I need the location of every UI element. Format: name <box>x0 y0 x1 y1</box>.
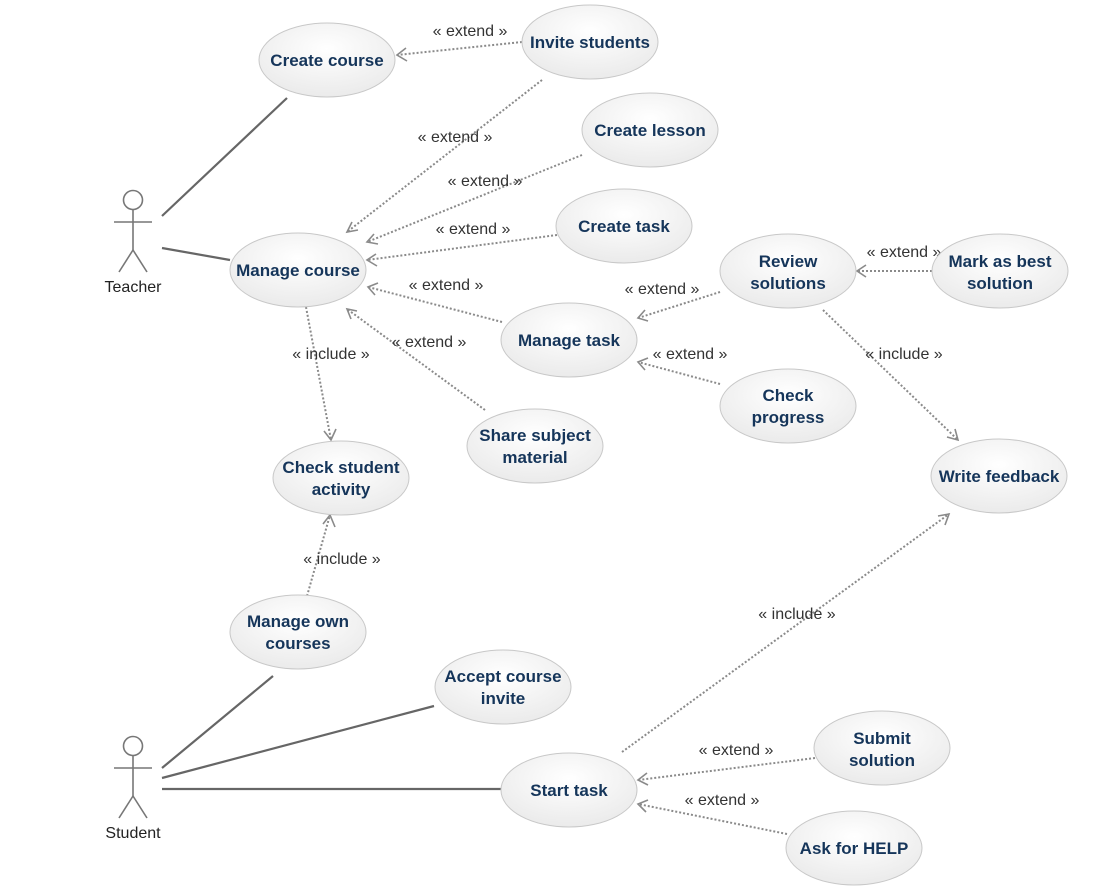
use-case-manage-course[interactable]: Manage course <box>229 232 367 308</box>
svg-text:material: material <box>502 448 567 467</box>
svg-text:Invite students: Invite students <box>530 33 650 52</box>
svg-text:Check student: Check student <box>282 458 399 477</box>
use-case-manage-task[interactable]: Manage task <box>500 302 638 378</box>
actor-student[interactable]: Student <box>105 735 161 843</box>
dep-lesson-to-manage <box>365 154 583 245</box>
label-review-to-managetask: « extend » <box>625 281 700 298</box>
svg-text:Create lesson: Create lesson <box>594 121 706 140</box>
label-mark-to-review: « extend » <box>867 244 942 261</box>
svg-text:solution: solution <box>967 274 1033 293</box>
dep-invite-to-manage <box>345 79 543 234</box>
label-lesson-to-manage: « extend » <box>448 173 523 190</box>
svg-text:invite: invite <box>481 689 525 708</box>
label-help-to-start: « extend » <box>685 792 760 809</box>
use-case-create-course[interactable]: Create course <box>258 22 396 98</box>
svg-text:Create course: Create course <box>270 51 383 70</box>
label-task-to-manage: « extend » <box>436 221 511 238</box>
svg-text:Create task: Create task <box>578 217 670 236</box>
dep-invite-to-create <box>395 41 523 62</box>
label-manage-to-activity: « include » <box>292 346 369 363</box>
label-start-to-feedback: « include » <box>758 606 835 623</box>
use-case-invite-students[interactable]: Invite students <box>521 4 659 80</box>
dep-progress-to-managetask <box>636 357 721 385</box>
use-case-manage-own-courses[interactable]: Manage own courses <box>229 594 367 670</box>
assoc-student-manage-own <box>161 675 274 769</box>
use-case-check-progress[interactable]: Check progress <box>719 368 857 444</box>
svg-text:solution: solution <box>849 751 915 770</box>
dep-task-to-manage <box>365 234 558 267</box>
label-invite-to-manage: « extend » <box>418 129 493 146</box>
svg-text:activity: activity <box>312 480 371 499</box>
actor-teacher[interactable]: Teacher <box>105 189 163 297</box>
use-case-create-task[interactable]: Create task <box>555 188 693 264</box>
dep-share-to-manage <box>345 307 486 411</box>
dep-mark-to-review <box>855 264 932 278</box>
dep-managetask-to-manage <box>366 282 503 323</box>
svg-text:courses: courses <box>265 634 330 653</box>
label-submit-to-start: « extend » <box>699 742 774 759</box>
svg-text:Manage own: Manage own <box>247 612 349 631</box>
use-case-accept-course-invite[interactable]: Accept course invite <box>434 649 572 725</box>
svg-text:Submit: Submit <box>853 729 911 748</box>
use-case-write-feedback[interactable]: Write feedback <box>930 438 1068 514</box>
dep-review-to-managetask <box>636 291 721 322</box>
label-share-to-manage: « extend » <box>392 334 467 351</box>
dep-review-to-feedback <box>822 309 960 442</box>
assoc-student-accept-invite <box>161 704 435 780</box>
use-case-review-solutions[interactable]: Review solutions <box>719 233 857 309</box>
use-case-mark-best-solution[interactable]: Mark as best solution <box>931 233 1069 309</box>
assoc-teacher-create-course <box>161 97 288 217</box>
dep-start-to-feedback <box>621 512 951 753</box>
use-case-ask-for-help[interactable]: Ask for HELP <box>785 810 923 886</box>
use-case-check-student-activity[interactable]: Check student activity <box>272 440 410 516</box>
use-case-create-lesson[interactable]: Create lesson <box>581 92 719 168</box>
label-own-to-activity: « include » <box>303 551 380 568</box>
use-case-start-task[interactable]: Start task <box>500 752 638 828</box>
svg-text:Accept course: Accept course <box>444 667 561 686</box>
svg-text:Share subject: Share subject <box>479 426 591 445</box>
dep-help-to-start <box>636 799 788 835</box>
svg-text:Manage task: Manage task <box>518 331 621 350</box>
use-case-submit-solution[interactable]: Submit solution <box>813 710 951 786</box>
label-managetask-to-manage: « extend » <box>409 277 484 294</box>
svg-text:Manage course: Manage course <box>236 261 360 280</box>
svg-text:Check: Check <box>762 386 814 405</box>
actor-student-label: Student <box>105 825 161 842</box>
svg-text:Write feedback: Write feedback <box>939 467 1060 486</box>
svg-text:Review: Review <box>759 252 818 271</box>
dep-manage-to-activity <box>305 306 337 442</box>
svg-text:Mark as best: Mark as best <box>949 252 1052 271</box>
assoc-teacher-manage-course <box>161 246 231 262</box>
svg-text:progress: progress <box>752 408 825 427</box>
label-review-to-feedback: « include » <box>865 346 942 363</box>
label-progress-to-managetask: « extend » <box>653 346 728 363</box>
svg-text:Ask for HELP: Ask for HELP <box>800 839 909 858</box>
label-invite-to-create: « extend » <box>433 23 508 40</box>
svg-text:Start task: Start task <box>530 781 608 800</box>
use-case-share-subject-material[interactable]: Share subject material <box>466 408 604 484</box>
svg-text:solutions: solutions <box>750 274 826 293</box>
dep-submit-to-start <box>636 757 816 786</box>
actor-teacher-label: Teacher <box>105 279 163 296</box>
